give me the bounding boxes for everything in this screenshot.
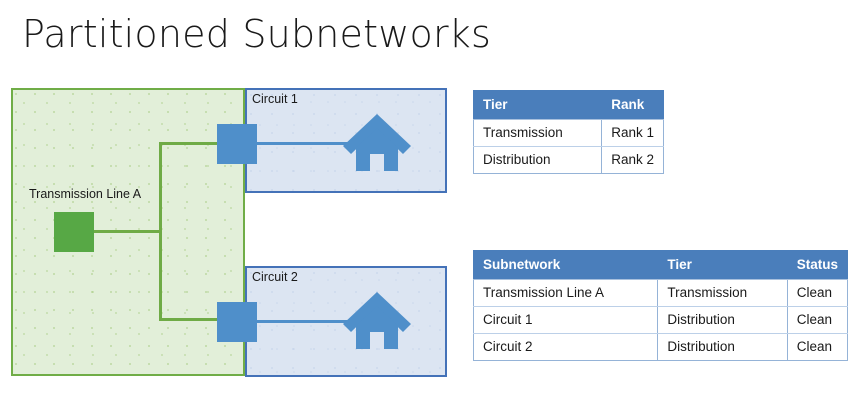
cell-status: Clean xyxy=(786,306,849,334)
column-header-rank[interactable]: Rank xyxy=(601,90,664,120)
circuit-1-label: Circuit 1 xyxy=(252,92,298,106)
cell-tier: Distribution xyxy=(657,333,788,361)
transmission-source-node[interactable] xyxy=(54,212,94,252)
transmission-trunk-edge xyxy=(94,230,162,233)
cell-subnetwork: Circuit 2 xyxy=(472,333,659,361)
circuit-1-service-edge xyxy=(255,142,351,145)
cell-subnetwork: Transmission Line A xyxy=(472,279,659,307)
cell-subnetwork: Circuit 1 xyxy=(472,306,659,334)
table-header-row: Subnetwork Tier Status xyxy=(472,250,849,280)
circuit-2-service-edge xyxy=(255,320,351,323)
column-header-tier[interactable]: Tier xyxy=(472,90,603,120)
circuit-1-transformer-node[interactable] xyxy=(217,124,257,164)
cell-rank: Rank 2 xyxy=(601,146,664,174)
circuit-2-label: Circuit 2 xyxy=(252,270,298,284)
table-row[interactable]: Transmission Rank 1 xyxy=(472,119,664,147)
cell-status: Clean xyxy=(786,333,849,361)
column-header-tier[interactable]: Tier xyxy=(657,250,788,280)
table-row[interactable]: Distribution Rank 2 xyxy=(472,146,664,174)
network-diagram: Circuit 1 Circuit 2 Transmission Line A xyxy=(11,88,447,377)
subnetwork-table: Subnetwork Tier Status Transmission Line… xyxy=(472,250,849,361)
circuit-2-transformer-node[interactable] xyxy=(217,302,257,342)
cell-status: Clean xyxy=(786,279,849,307)
cell-tier: Transmission xyxy=(657,279,788,307)
cell-tier: Transmission xyxy=(472,119,603,147)
tier-rank-table: Tier Rank Transmission Rank 1 Distributi… xyxy=(472,90,664,174)
cell-tier: Distribution xyxy=(657,306,788,334)
transmission-branch-edge-vertical xyxy=(159,142,162,320)
transmission-branch-edge-to-circuit-2 xyxy=(159,318,221,321)
column-header-subnetwork[interactable]: Subnetwork xyxy=(472,250,659,280)
cell-tier: Distribution xyxy=(472,146,603,174)
house-icon xyxy=(343,292,411,349)
table-row[interactable]: Circuit 2 Distribution Clean xyxy=(472,333,849,361)
table-row[interactable]: Transmission Line A Transmission Clean xyxy=(472,279,849,307)
column-header-status[interactable]: Status xyxy=(786,250,849,280)
house-icon xyxy=(343,114,411,171)
cell-rank: Rank 1 xyxy=(601,119,664,147)
table-header-row: Tier Rank xyxy=(472,90,664,120)
page-title: Partitioned Subnetworks xyxy=(22,12,491,56)
transmission-line-label: Transmission Line A xyxy=(29,187,142,201)
table-row[interactable]: Circuit 1 Distribution Clean xyxy=(472,306,849,334)
transmission-branch-edge-to-circuit-1 xyxy=(159,142,221,145)
